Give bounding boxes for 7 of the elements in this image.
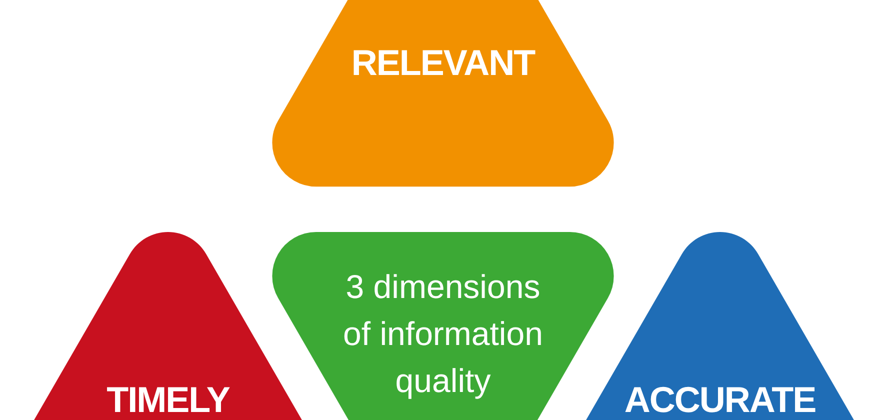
- shape-label: TIMELY: [106, 382, 230, 418]
- rounded-triangle: [584, 230, 856, 420]
- rounded-triangle: [270, 232, 616, 420]
- shape-label: RELEVANT: [351, 45, 535, 81]
- rounded-triangle: [270, 0, 616, 188]
- shape-label: 3 dimensions of information quality: [342, 267, 544, 401]
- shape-label: ACCURATE: [624, 382, 816, 418]
